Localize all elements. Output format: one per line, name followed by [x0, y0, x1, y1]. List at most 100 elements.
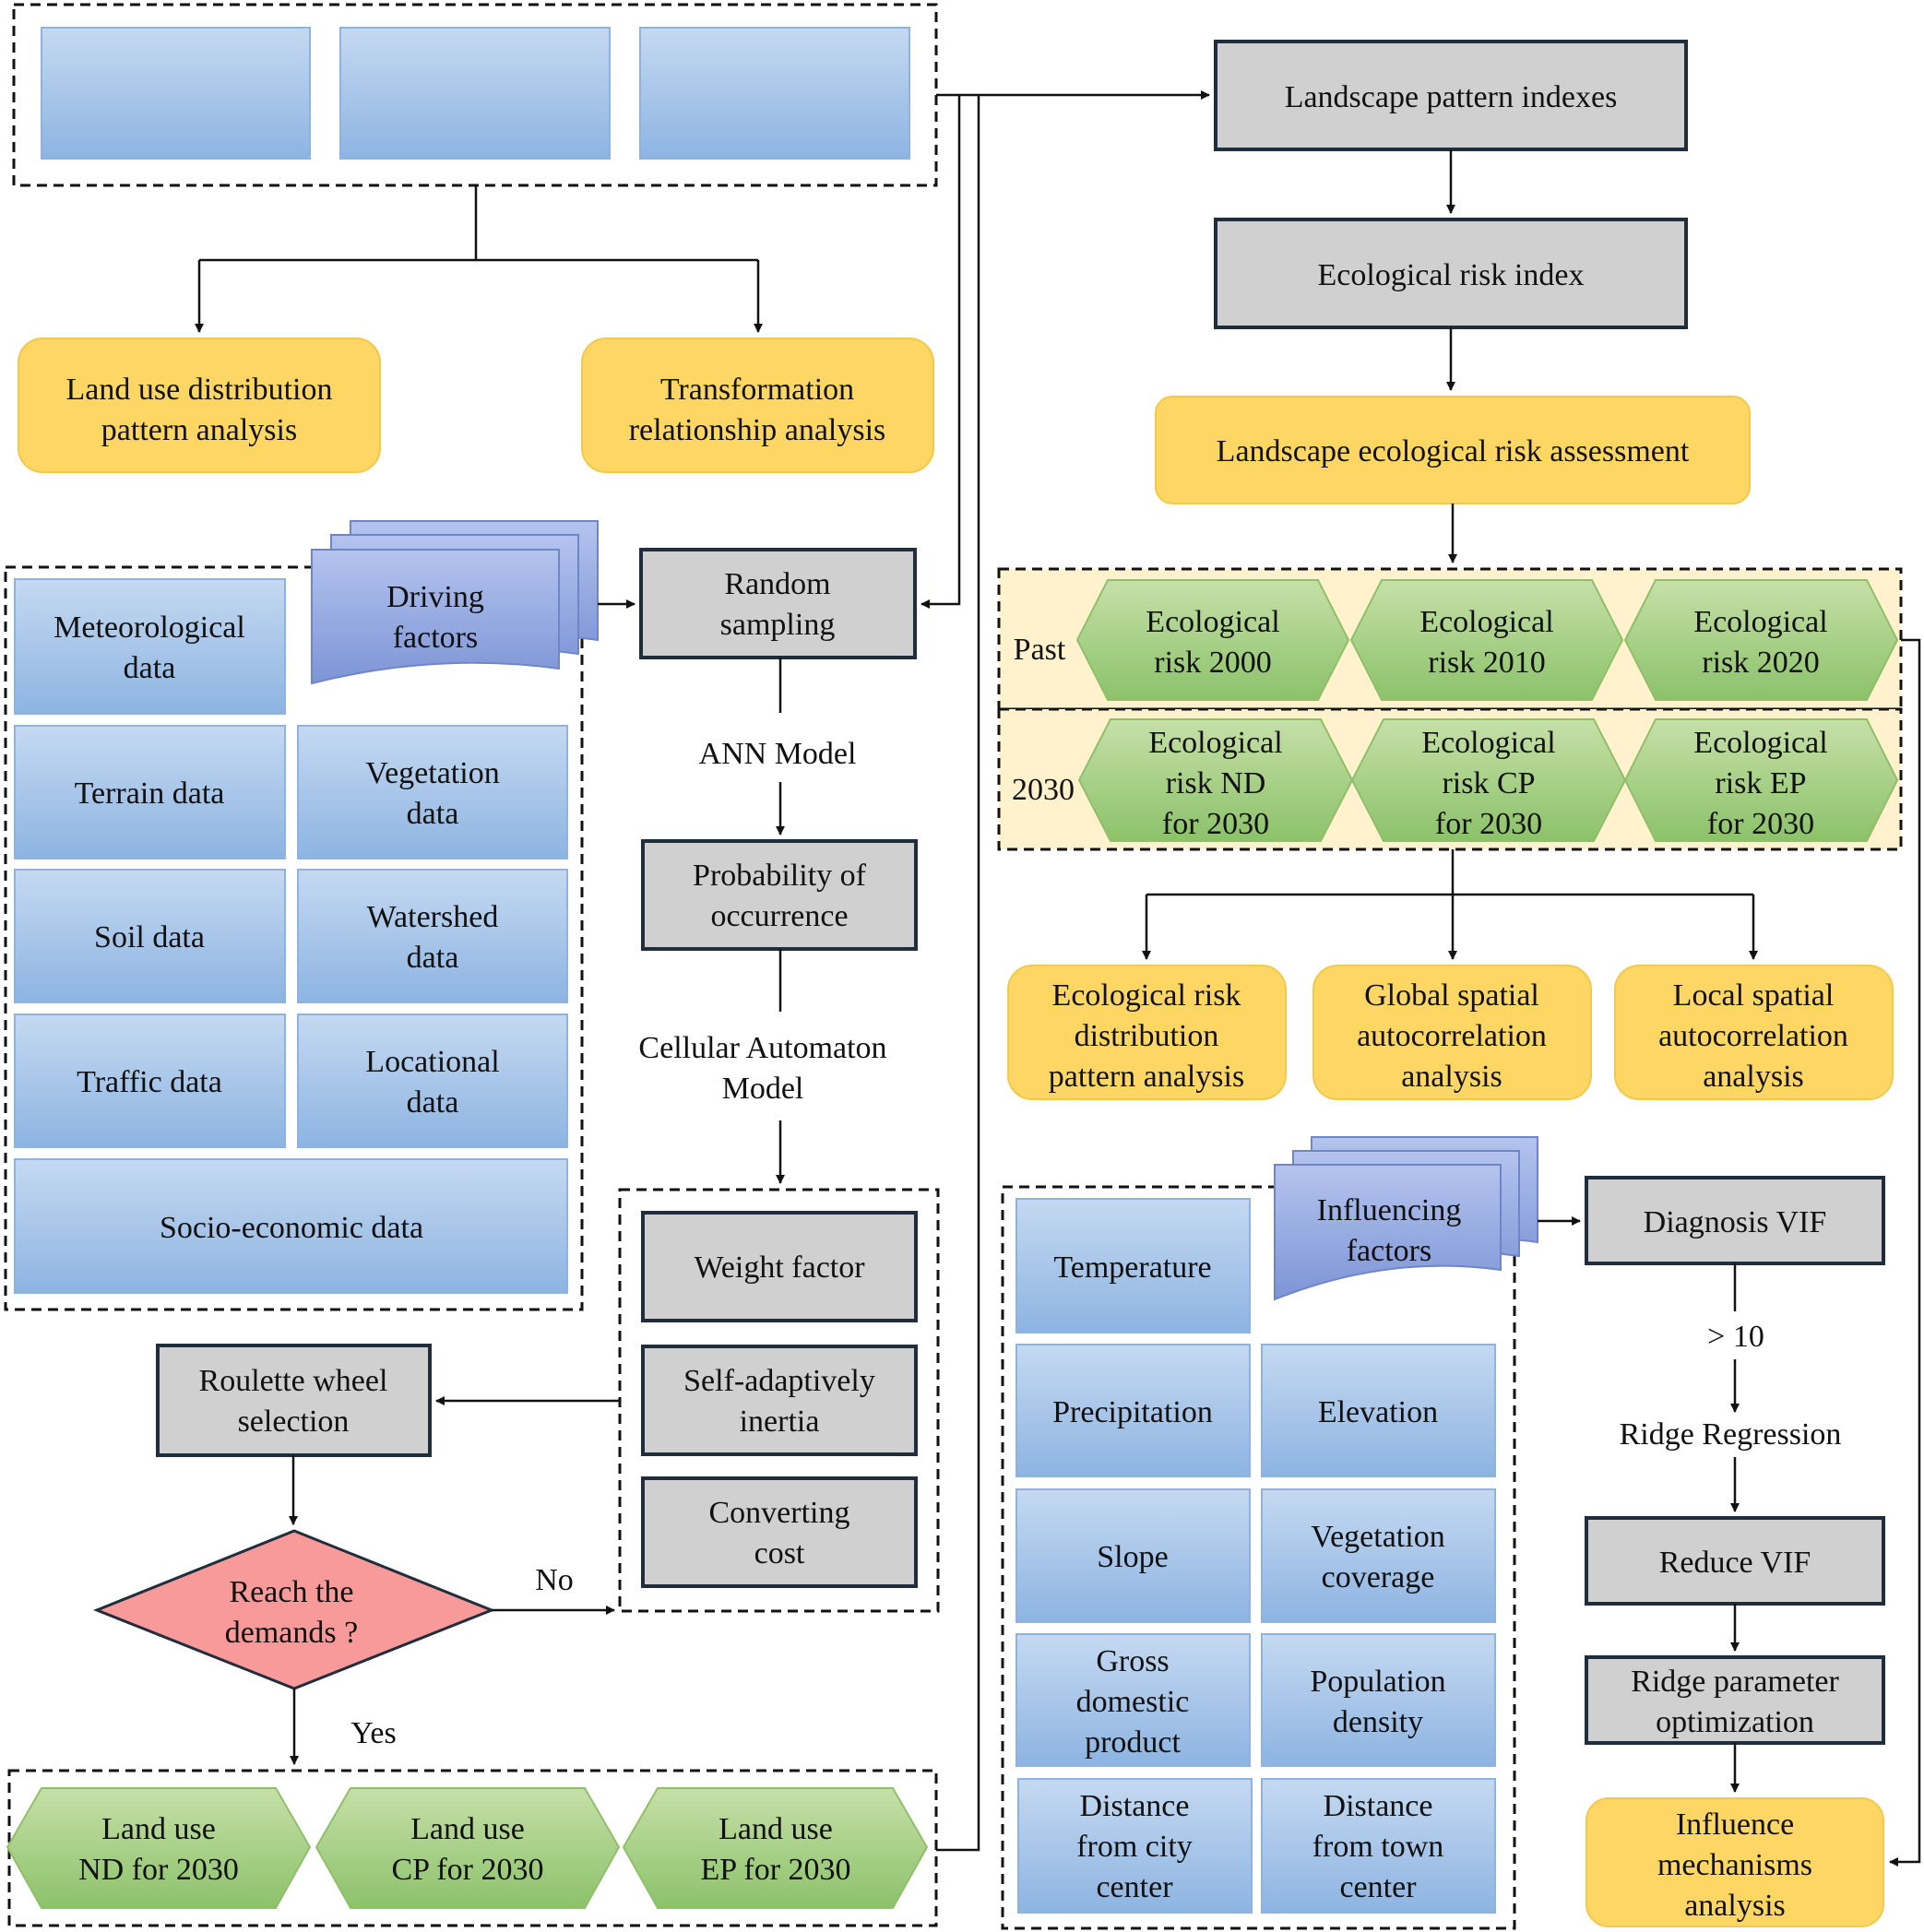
- locational-data-box: [297, 1013, 568, 1148]
- ecological-risk-2000-label: Ecological risk 2000: [1146, 605, 1279, 680]
- text-line: CP for 2030: [392, 1853, 544, 1887]
- text-line: Meteorological: [53, 610, 245, 645]
- risk-assessment-label: Landscape ecological risk assessment: [1217, 434, 1690, 468]
- text-line: Land use: [410, 1812, 525, 1846]
- text-line: Distance: [1080, 1789, 1190, 1823]
- future-label: 2030: [1012, 773, 1075, 807]
- ecological-risk-index-label: Ecological risk index: [1318, 258, 1585, 292]
- text-line: Weight factor: [694, 1250, 865, 1285]
- text-line: EP for 2030: [700, 1853, 850, 1887]
- text-line: Global spatial: [1364, 978, 1539, 1013]
- ecological-risk-index-box: [1214, 218, 1688, 329]
- influence-mechanisms-box: [1586, 1797, 1884, 1927]
- yes-label: Yes: [350, 1716, 396, 1750]
- text-line: risk 2000: [1154, 646, 1272, 680]
- land-use-2000-box: [41, 27, 311, 160]
- text-line: factors: [1347, 1234, 1432, 1268]
- text-line: Probability of: [693, 859, 867, 893]
- text-line: factors: [393, 621, 479, 655]
- socio-economic-data-label: Socio-economic data: [160, 1211, 423, 1245]
- watershed-data-box: [297, 869, 568, 1003]
- text-line: Land use distribution: [66, 373, 333, 407]
- text-line: domestic: [1076, 1685, 1190, 1719]
- ecological-risk-ep-hexagon: [1623, 718, 1899, 842]
- reduce-vif-label: Reduce VIF: [1659, 1546, 1811, 1580]
- ann-model-label: ANN Model: [699, 737, 857, 771]
- text-line: Ecological: [1148, 726, 1282, 760]
- text-line: ANN Model: [699, 737, 857, 771]
- text-line: Population: [1310, 1665, 1445, 1699]
- text-line: Ecological: [1146, 605, 1279, 639]
- text-line: Precipitation: [1052, 1395, 1213, 1429]
- text-line: Ecological: [1693, 726, 1827, 760]
- text-line: Gross: [1096, 1644, 1169, 1678]
- converting-cost-box: [641, 1476, 918, 1588]
- text-line: from town: [1312, 1830, 1444, 1864]
- text-line: Ecological: [1693, 605, 1827, 639]
- landscape-pattern-label: Landscape pattern indexes: [1285, 80, 1618, 114]
- text-line: risk EP: [1715, 766, 1806, 800]
- meteorological-data-box: [14, 578, 286, 715]
- text-line: Ecological risk index: [1318, 258, 1585, 292]
- ridge-optimization-box: [1585, 1655, 1885, 1745]
- land-use-2020-box: [639, 27, 910, 160]
- land-use-ep-hexagon: [622, 1787, 929, 1909]
- risk-distribution-box: [1007, 965, 1287, 1100]
- text-line: Elevation: [1318, 1395, 1438, 1429]
- text-line: cost: [754, 1536, 805, 1570]
- roulette-selection-box: [156, 1344, 432, 1457]
- precipitation-label: Precipitation: [1052, 1395, 1213, 1429]
- text-line: for 2030: [1162, 807, 1269, 841]
- text-line: Ridge parameter: [1631, 1665, 1839, 1699]
- land-use-nd-label: Land use ND for 2030: [78, 1812, 239, 1887]
- distance-town-box: [1261, 1778, 1496, 1914]
- ecological-risk-nd-hexagon: [1077, 718, 1354, 842]
- text-line: for 2030: [1707, 807, 1814, 841]
- inertia-box: [641, 1345, 918, 1456]
- text-line: Local spatial: [1673, 978, 1835, 1013]
- text-line: Watershed: [367, 900, 499, 934]
- text-line: for 2030: [1435, 807, 1542, 841]
- temperature-box: [1015, 1198, 1251, 1333]
- text-line: sampling: [720, 608, 836, 642]
- text-line: Reduce VIF: [1659, 1546, 1811, 1580]
- text-line: Random: [724, 567, 830, 601]
- text-line: Land use: [101, 1812, 216, 1846]
- text-line: Model: [722, 1072, 804, 1106]
- influencing-factors-document: [1274, 1164, 1502, 1301]
- traffic-data-box: [14, 1013, 286, 1148]
- scenarios-group: [7, 1769, 938, 1927]
- ridge-regression-label: Ridge Regression: [1620, 1417, 1842, 1452]
- text-line: coverage: [1322, 1560, 1435, 1594]
- text-line: risk 2020: [1702, 646, 1820, 680]
- ecological-risk-ep-label: Ecological risk EP for 2030: [1693, 726, 1827, 841]
- text-line: ND for 2030: [78, 1853, 239, 1887]
- text-line: data: [124, 651, 176, 685]
- text-line: autocorrelation: [1357, 1019, 1547, 1053]
- text-line: Ecological: [1419, 605, 1553, 639]
- text-line: Ecological risk: [1052, 978, 1241, 1013]
- ecological-risk-2000-hexagon: [1075, 579, 1350, 701]
- text-line: product: [1085, 1725, 1181, 1760]
- weight-factor-label: Weight factor: [694, 1250, 865, 1285]
- land-use-2010-box: [339, 27, 611, 160]
- land-use-cp-hexagon: [315, 1787, 621, 1909]
- text-line: Traffic data: [77, 1065, 222, 1099]
- text-line: center: [1096, 1870, 1173, 1904]
- text-line: Soil data: [94, 920, 205, 954]
- text-line: relationship analysis: [629, 413, 886, 447]
- text-line: Ecological: [1421, 726, 1555, 760]
- text-line: Roulette wheel: [199, 1364, 388, 1398]
- soil-data-label: Soil data: [94, 920, 205, 954]
